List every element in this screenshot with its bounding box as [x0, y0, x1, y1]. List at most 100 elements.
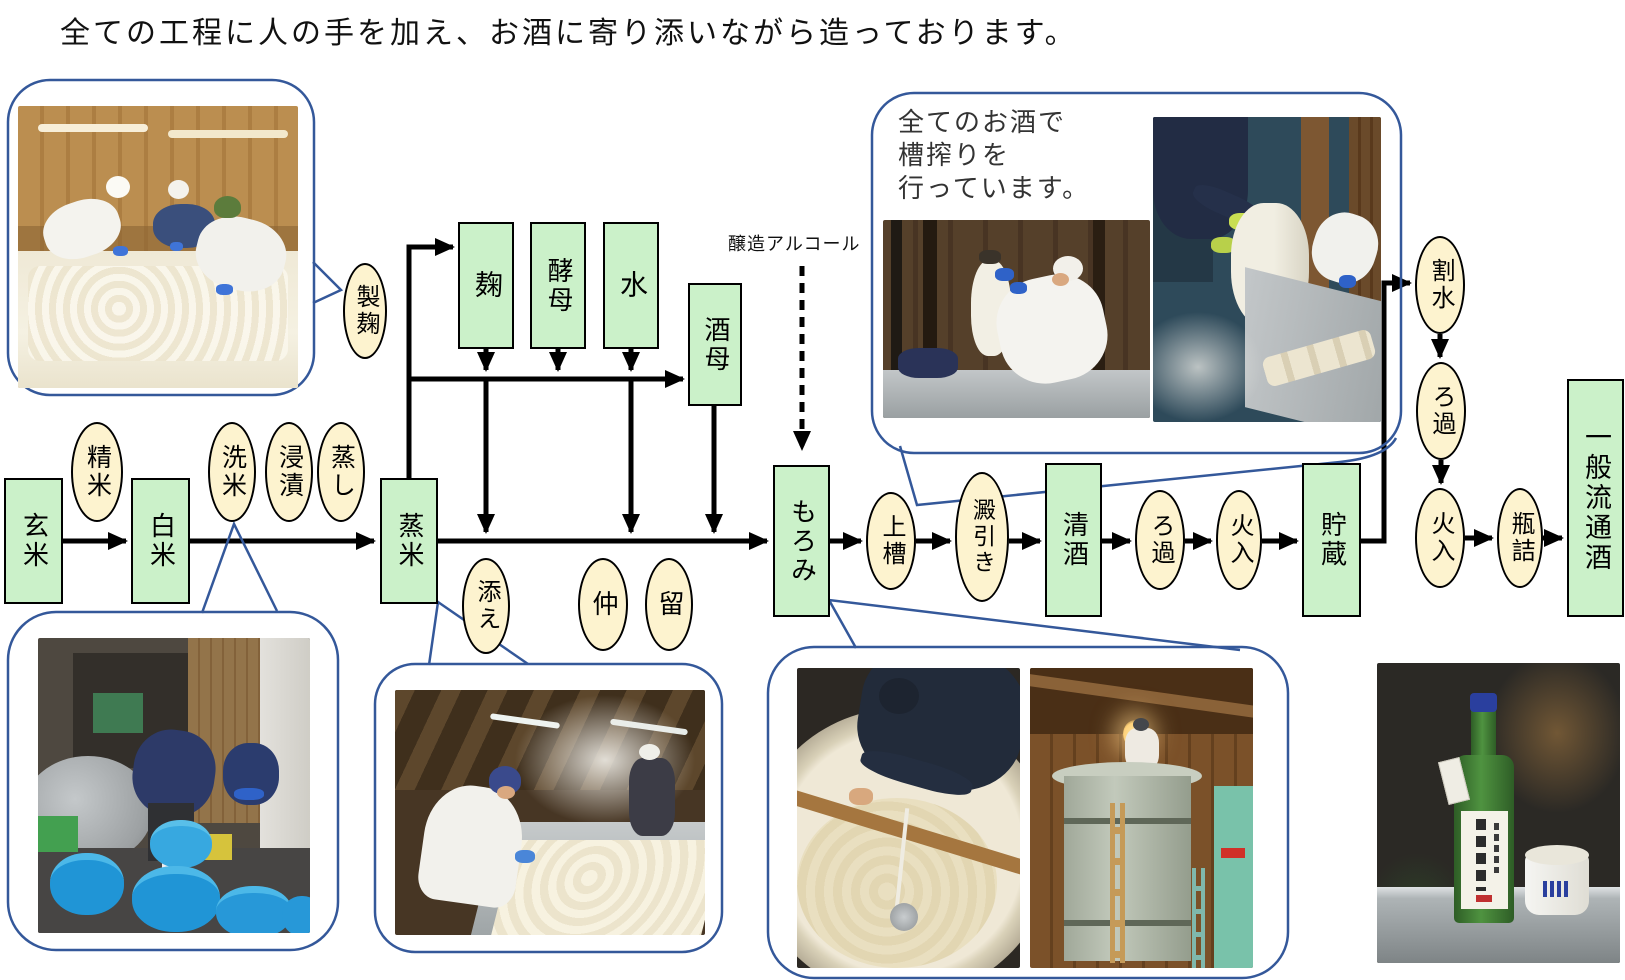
step-soe: 添え	[462, 558, 510, 654]
step-warimizu: 割水	[1415, 236, 1465, 334]
step-warimizu-label: 割水	[1427, 258, 1453, 312]
blue-glove	[113, 246, 128, 256]
node-genmai: 玄米	[4, 478, 63, 604]
node-chozo: 貯蔵	[1302, 463, 1361, 617]
node-seishu-label: 清酒	[1059, 511, 1089, 569]
note-line-1: 全てのお酒で	[898, 107, 1067, 137]
worker-head	[879, 678, 919, 714]
node-moromi-label: もろみ	[787, 497, 817, 585]
photo-sake-bottle	[1377, 663, 1620, 963]
step-naka-label: 仲	[589, 590, 618, 619]
blue-glove	[216, 284, 233, 295]
note-line-2: 槽搾りを	[898, 140, 1011, 170]
worker-dark-clothes	[629, 758, 675, 836]
photo-moromi-stirring	[797, 668, 1020, 968]
blue-bucket	[132, 866, 220, 932]
small-ladder	[1192, 868, 1205, 968]
node-mushimai-label: 蒸米	[395, 512, 424, 570]
step-roka-2: ろ過	[1416, 362, 1466, 460]
green-glove	[1211, 237, 1236, 253]
node-kobo-label: 酵母	[544, 256, 573, 315]
node-hakumai-label: 白米	[146, 512, 176, 570]
stainless-tank-edge	[883, 370, 1150, 418]
step-shinseki-label: 浸漬	[275, 444, 303, 500]
note-line-3: 行っています。	[898, 173, 1091, 203]
worker-head-cap	[168, 180, 189, 199]
metal-dipper	[890, 903, 918, 931]
node-chozo-label: 貯蔵	[1317, 511, 1347, 569]
node-kobo: 酵母	[530, 222, 586, 349]
step-oribiki-label: 澱引き	[969, 498, 995, 576]
step-hiire-1-label: 火入	[1226, 513, 1252, 567]
step-seimai: 精米	[71, 422, 123, 522]
step-mushi-label: 蒸し	[327, 444, 355, 500]
step-binzume: 瓶詰	[1497, 488, 1543, 588]
step-shinseki: 浸漬	[265, 422, 313, 522]
step-soe-label: 添え	[473, 579, 499, 633]
node-moromi: もろみ	[773, 465, 830, 617]
node-mizu: 水	[603, 222, 659, 349]
ceiling-light	[168, 130, 288, 138]
step-senmai-label: 洗米	[218, 444, 246, 500]
blue-glove	[1010, 282, 1027, 294]
node-hakumai: 白米	[131, 478, 190, 604]
cup-blue-mark	[1543, 881, 1571, 897]
tank-band	[1064, 818, 1191, 824]
step-hiire-2: 火入	[1415, 488, 1465, 588]
worker-head-towel	[639, 744, 660, 760]
step-hiire-2-label: 火入	[1427, 511, 1453, 565]
green-machine	[93, 693, 143, 733]
label-calligraphy	[1476, 819, 1486, 891]
node-shubo: 酒母	[688, 283, 742, 406]
dark-pipe	[891, 220, 902, 380]
node-genmai-label: 玄米	[19, 512, 49, 570]
green-crate	[38, 816, 78, 852]
photo-rice-steaming	[395, 690, 705, 935]
person-cap	[1133, 718, 1149, 731]
blue-glove	[234, 788, 264, 800]
bag-tie	[979, 250, 1001, 264]
step-roka-1: ろ過	[1135, 490, 1185, 590]
node-seishu: 清酒	[1045, 463, 1102, 617]
wooden-ladder	[1110, 803, 1125, 963]
photo-fune-pressing-2	[1153, 117, 1381, 422]
step-binzume-label: 瓶詰	[1507, 511, 1533, 565]
photo-fermentation-tanks	[1030, 668, 1253, 968]
blue-glove	[170, 242, 183, 251]
worker-white-robe	[415, 779, 529, 911]
flow-arrows	[63, 238, 1564, 550]
blue-bucket	[216, 886, 292, 933]
step-roka-2-label: ろ過	[1428, 384, 1454, 438]
blue-glove	[1339, 275, 1356, 288]
node-shubo-label: 酒母	[701, 315, 730, 374]
page-title: 全ての工程に人の手を加え、お酒に寄り添いながら造っております。	[60, 17, 1078, 50]
blue-bucket	[282, 896, 310, 933]
large-tank	[1064, 776, 1191, 961]
step-seigiku-label: 製麹	[352, 284, 378, 338]
tank-band	[1064, 920, 1191, 926]
node-ippan-label: 一般流通酒	[1581, 423, 1611, 573]
step-senmai: 洗米	[208, 422, 256, 522]
worker-face	[497, 786, 515, 799]
blue-bucket	[50, 853, 124, 915]
worker-hand	[849, 788, 873, 805]
worker-green-cap	[214, 196, 241, 218]
step-tome: 留	[645, 558, 693, 651]
red-label	[1221, 848, 1245, 858]
node-ippan-ryutsushu: 一般流通酒	[1567, 379, 1624, 617]
cup-rim	[1525, 845, 1589, 865]
steam-mist	[1153, 312, 1263, 422]
navy-cloth	[898, 348, 958, 378]
label-small-text	[1494, 823, 1499, 873]
fune-pressing-note: 全てのお酒で 槽搾りを 行っています。	[898, 106, 1090, 205]
node-mizu-label: 水	[616, 270, 647, 301]
blue-glove	[515, 850, 535, 863]
step-tome-label: 留	[655, 590, 684, 619]
worker-face	[1052, 273, 1069, 286]
worker-head-cap	[106, 176, 130, 198]
label-red-stamp	[1476, 895, 1492, 902]
blue-bucket	[150, 820, 212, 868]
step-naka: 仲	[578, 558, 628, 651]
